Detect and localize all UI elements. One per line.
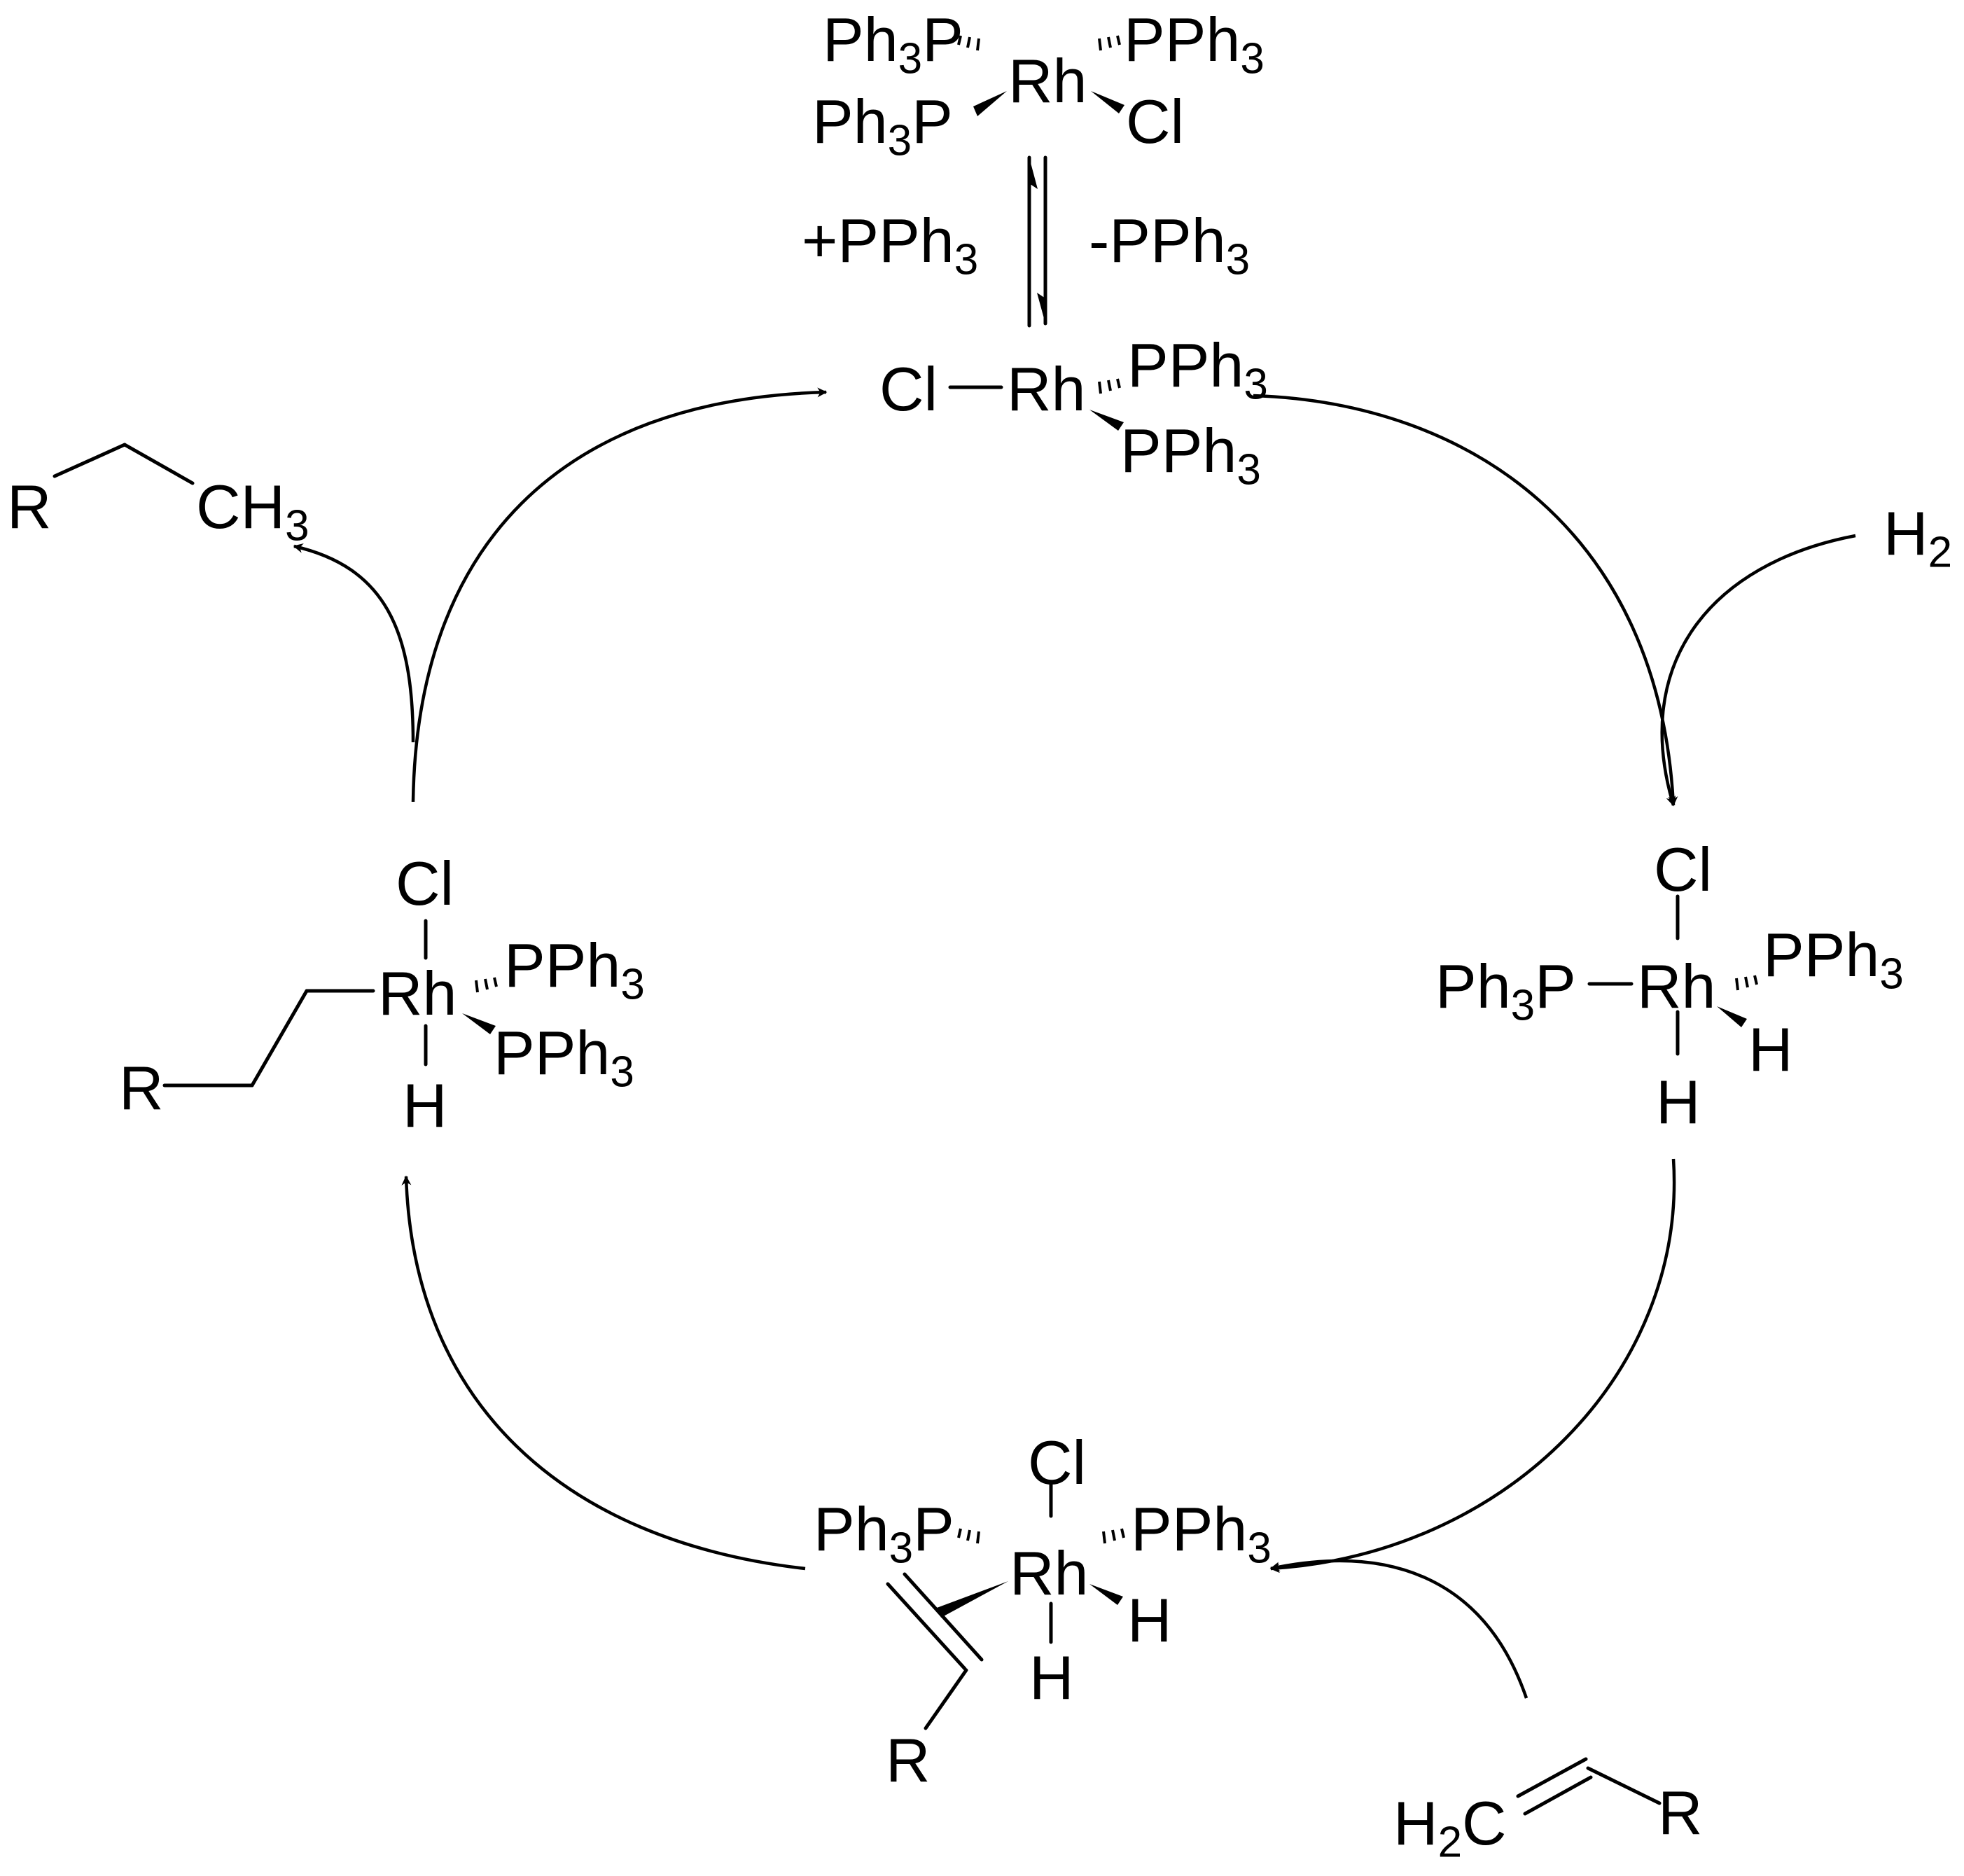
alkyl-hydride-rh: Rh xyxy=(378,959,457,1028)
alkene-r: R xyxy=(1658,1778,1703,1847)
wilkinson-rh: Rh xyxy=(1008,46,1087,116)
equilibrium-plus-label: +PPh3 xyxy=(802,206,979,284)
dihydride-bonds xyxy=(1587,894,1758,1056)
wilkinson-bonds xyxy=(957,35,1124,116)
arc-to-oxidative-addition xyxy=(1253,394,1678,807)
alkene-complex-h-wedge: H xyxy=(1127,1585,1172,1655)
wilkinson-ligand-bl: Ph3P xyxy=(812,87,953,165)
alkene-complex-h-axial: H xyxy=(1029,1643,1074,1712)
free-alkene-bonds xyxy=(1516,1757,1662,1816)
arrow-alkene-in xyxy=(1269,1559,1528,1699)
alkyl-hydride-pph3-lower: PPh3 xyxy=(494,1018,634,1097)
rhcl-bonds xyxy=(948,378,1124,431)
alkyl-hydride-h: H xyxy=(403,1071,447,1140)
equilibrium-arrows xyxy=(1027,155,1047,328)
wilkinson-ligand-tr: PPh3 xyxy=(1124,5,1265,83)
rhcl-rh: Rh xyxy=(1007,354,1086,424)
product-bonds xyxy=(53,443,195,485)
alkyl-hydride-r: R xyxy=(119,1053,164,1123)
arc-to-reductive-elimination xyxy=(411,387,828,802)
rhcl-pph3-lower: PPh3 xyxy=(1120,416,1261,494)
product-ch3: CH3 xyxy=(196,472,309,550)
alkene-complex-rh: Rh xyxy=(1010,1538,1089,1608)
dihydride-pph3: PPh3 xyxy=(1763,920,1904,999)
alkene-complex-r: R xyxy=(886,1725,931,1795)
arc-to-alkene-coordination xyxy=(1269,1158,1676,1573)
dihydride-h-axial: H xyxy=(1656,1067,1701,1137)
arrow-alkane-out xyxy=(293,543,415,743)
product-r: R xyxy=(7,472,52,541)
alkyl-hydride-cl: Cl xyxy=(396,849,454,918)
alkyl-hydride-pph3-upper: PPh3 xyxy=(504,931,645,1009)
alkyl-hydride-bonds xyxy=(162,919,498,1088)
dihydride-cl: Cl xyxy=(1654,835,1713,904)
wilkinson-ligand-br: Cl xyxy=(1126,87,1185,156)
rhcl-pph3-upper: PPh3 xyxy=(1127,331,1268,409)
alkene-complex-bonds xyxy=(886,1480,1125,1730)
alkene-complex-ph3p: Ph3P xyxy=(814,1494,954,1573)
alkene-complex-pph3: PPh3 xyxy=(1131,1494,1272,1573)
rhcl-cl: Cl xyxy=(879,354,938,424)
alkene-complex-cl: Cl xyxy=(1028,1428,1087,1497)
wilkinson-ligand-tl: Ph3P xyxy=(823,5,963,83)
dihydride-h-wedge: H xyxy=(1748,1015,1793,1084)
arrow-h2-in xyxy=(1660,534,1856,807)
dihydride-rh: Rh xyxy=(1637,952,1716,1021)
dihydride-ph3p: Ph3P xyxy=(1435,952,1576,1030)
alkene-h2c: H2C xyxy=(1393,1788,1507,1867)
equilibrium-minus-label: -PPh3 xyxy=(1089,206,1251,284)
arc-to-migratory-insertion xyxy=(401,1175,806,1571)
reagent-h2: H2 xyxy=(1883,499,1953,577)
